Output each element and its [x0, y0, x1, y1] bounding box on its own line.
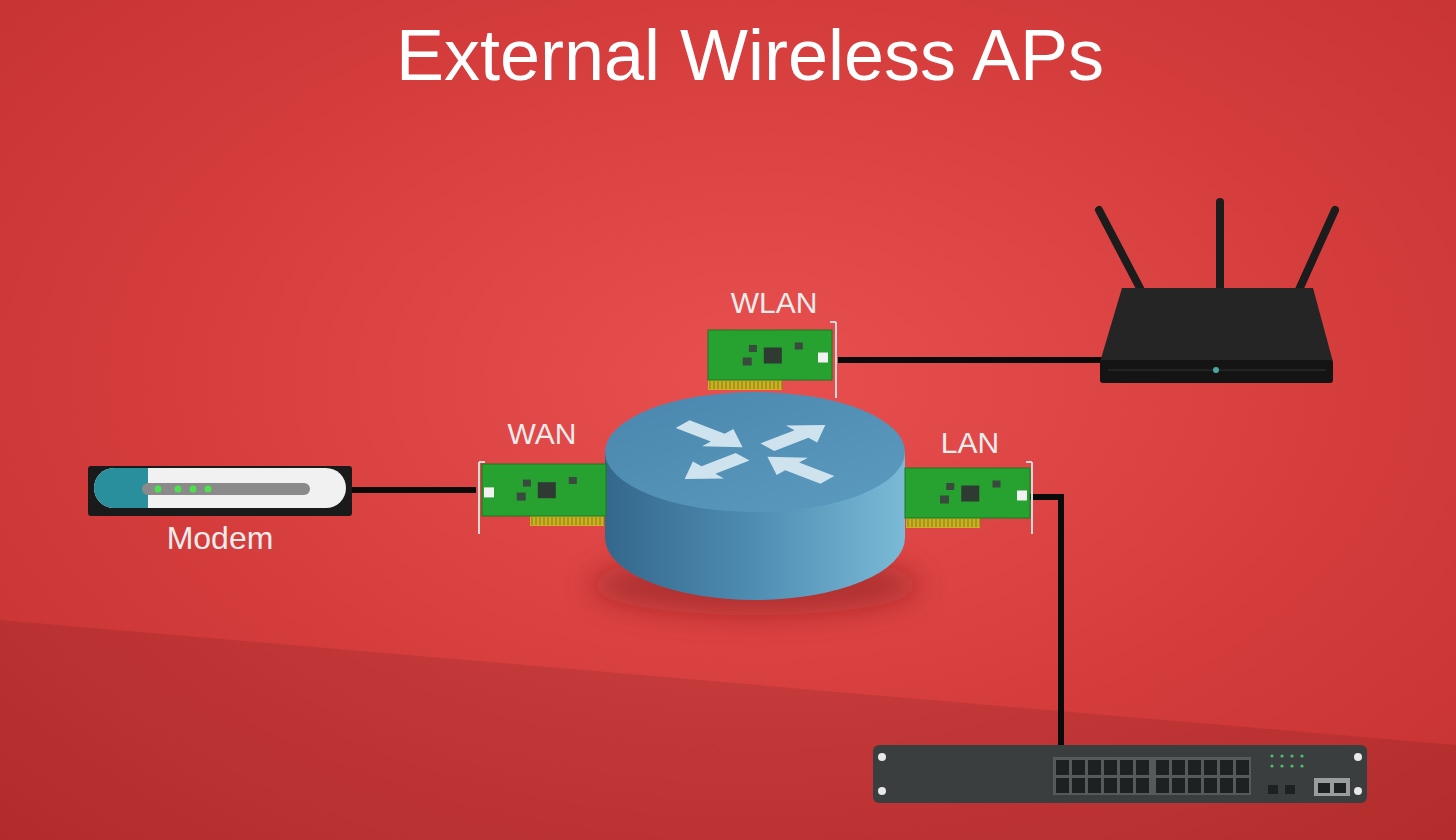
router-top [605, 392, 905, 512]
lan-card-graphic [903, 462, 1037, 530]
wan-card: WAN [476, 462, 608, 530]
wan-card-graphic [476, 462, 608, 530]
modem-graphic [88, 464, 352, 516]
wlan-card: WLAN [706, 322, 842, 394]
lan-wire [1030, 497, 1061, 764]
modem: Modem [88, 464, 352, 516]
router-arrows [667, 416, 843, 489]
wlan-card-graphic [706, 322, 842, 394]
device-label: Modem [48, 520, 392, 557]
device-label: WLAN [666, 286, 882, 321]
floor-band [0, 620, 1456, 840]
wireless-ap [1099, 202, 1335, 383]
slide-title: External Wireless APs [22, 14, 1456, 97]
lan-card: LAN [903, 462, 1037, 530]
device-label: LAN [863, 426, 1077, 461]
device-label: WAN [436, 417, 648, 452]
wlan-wire [838, 357, 1102, 363]
network-cable [352, 487, 476, 493]
network-switch [873, 745, 1367, 803]
